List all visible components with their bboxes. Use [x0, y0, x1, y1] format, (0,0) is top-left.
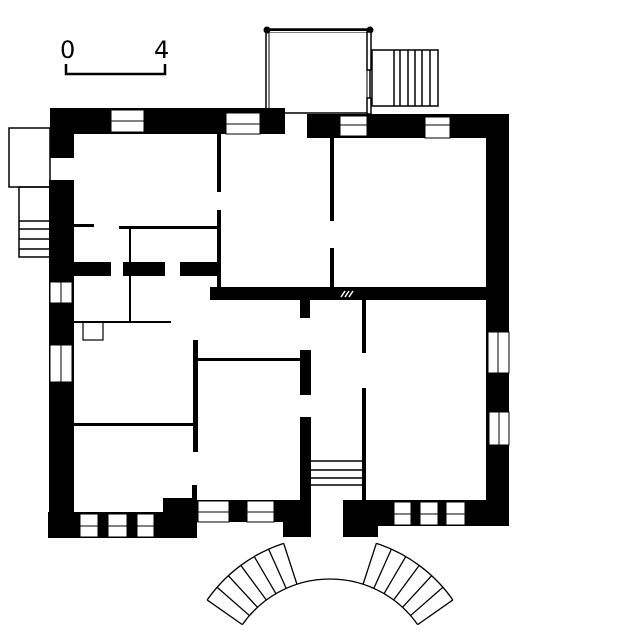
rear-porch	[263, 26, 374, 115]
step-treads	[206, 542, 454, 626]
rear-steps	[371, 49, 439, 107]
inner-steps	[311, 460, 363, 486]
front-steps	[206, 542, 454, 626]
scale-label-start: 0	[60, 36, 75, 64]
interior-walls	[74, 134, 506, 500]
scale-label-end: 4	[154, 36, 169, 64]
stove	[82, 321, 104, 341]
windows	[49, 109, 510, 538]
scale-bar: 0 4	[60, 36, 169, 76]
chimney-hatch	[340, 290, 354, 298]
side-porch	[8, 127, 51, 258]
